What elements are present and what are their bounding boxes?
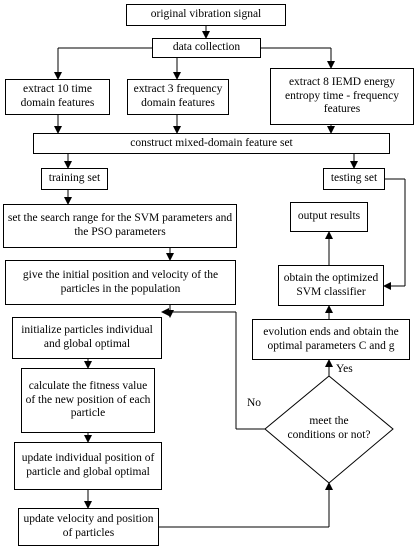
init-optimal-text: initialize particles individual and glob…	[21, 324, 153, 350]
fitness-box: calculate the fitness value of the new p…	[21, 368, 155, 433]
update-velocity-text: update velocity and position of particle…	[23, 513, 154, 539]
search-range-text: set the search range for the SVM paramet…	[7, 212, 233, 238]
init-position-box: give the initial position and velocity o…	[5, 260, 236, 305]
condition-text: meet the conditions or not?	[287, 415, 371, 441]
mixed-set-text: construct mixed-domain feature set	[130, 136, 293, 149]
training-set-text: training set	[48, 172, 101, 185]
init-position-text: give the initial position and velocity o…	[22, 268, 219, 295]
mixed-set-box: construct mixed-domain feature set	[33, 133, 390, 154]
training-set-box: training set	[41, 168, 108, 190]
data-collection-box: data collection	[152, 38, 261, 58]
freq-features-text: extract 3 frequency domain features	[133, 83, 223, 109]
time-features-text: extract 10 time domain features	[20, 83, 95, 109]
time-features-box: extract 10 time domain features	[5, 79, 110, 115]
obtain-svm-text: obtain the optimized SVM classifier	[283, 271, 379, 298]
yes-label: Yes	[336, 363, 353, 375]
search-range-box: set the search range for the SVM paramet…	[3, 204, 237, 248]
testing-set-box: testing set	[323, 168, 385, 190]
fitness-text: calculate the fitness value of the new p…	[25, 380, 151, 420]
update-velocity-box: update velocity and position of particle…	[18, 508, 159, 546]
output-results-text: output results	[297, 210, 361, 223]
original-signal-box: original vibration signal	[126, 4, 286, 26]
freq-features-box: extract 3 frequency domain features	[127, 79, 229, 115]
data-collection-text: data collection	[172, 41, 241, 54]
init-optimal-box: initialize particles individual and glob…	[12, 317, 162, 359]
original-signal-text: original vibration signal	[150, 8, 262, 21]
update-optimal-box: update individual position of particle a…	[14, 442, 162, 490]
obtain-svm-box: obtain the optimized SVM classifier	[278, 265, 384, 306]
decision-diamond	[264, 375, 394, 484]
evolution-ends-text: evolution ends and obtain the optimal pa…	[263, 325, 399, 352]
iemd-features-text: extract 8 IEMD energy entropy time - fre…	[285, 76, 399, 116]
update-optimal-text: update individual position of particle a…	[21, 452, 155, 478]
no-label: No	[247, 397, 262, 409]
evolution-ends-box: evolution ends and obtain the optimal pa…	[252, 319, 410, 360]
output-results-box: output results	[290, 202, 368, 232]
iemd-features-box: extract 8 IEMD energy entropy time - fre…	[270, 68, 414, 125]
testing-set-text: testing set	[330, 172, 378, 185]
